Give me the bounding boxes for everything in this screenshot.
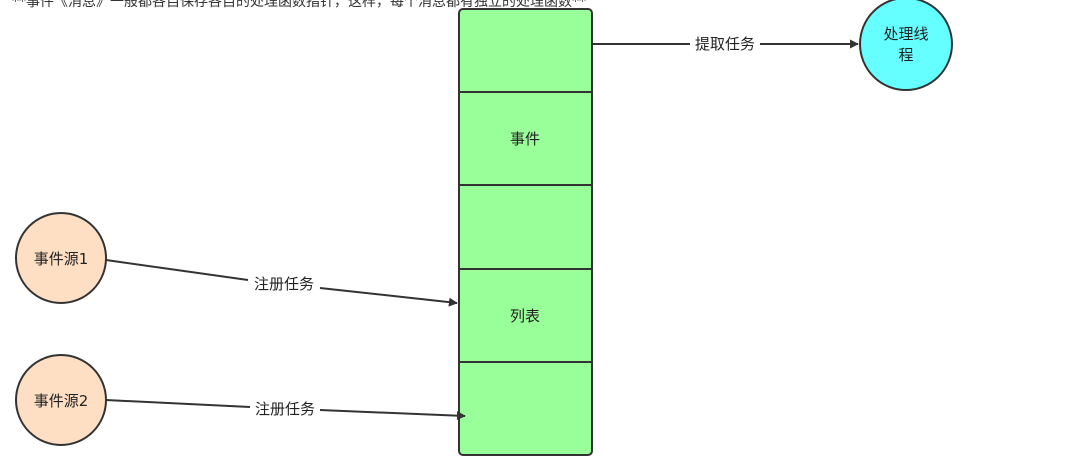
edge-register2-label: 注册任务 — [255, 400, 315, 418]
event-list-cell-1: 事件 — [510, 130, 540, 148]
processor-circle — [859, 0, 953, 91]
processor-label-line2: 程 — [898, 46, 913, 64]
event-source-1-circle — [15, 212, 107, 304]
processor-node: 处理线 程 — [859, 0, 953, 91]
event-source-1-label: 事件源1 — [34, 250, 89, 268]
event-list: 事件 列表 — [458, 8, 593, 456]
event-list-cell-3: 列表 — [510, 307, 540, 325]
intro-text: **事件《消息》一般都各自保存各自的处理函数指针，这样，每个消息都有独立的处理函… — [12, 0, 586, 10]
edge-extract-task: 提取任务 — [592, 35, 859, 53]
edge-register2-line-b — [319, 409, 466, 421]
event-source-2-label: 事件源2 — [34, 392, 89, 410]
event-list-outline — [458, 8, 593, 456]
edge-register-task-1: 注册任务 — [105, 259, 458, 307]
edge-register-task-2: 注册任务 — [105, 399, 466, 421]
edge-extract-label: 提取任务 — [695, 35, 755, 53]
processor-label-line1: 处理线 — [883, 25, 928, 43]
event-source-2: 事件源2 — [15, 354, 107, 446]
event-source-1: 事件源1 — [15, 212, 107, 304]
edge-register1-label: 注册任务 — [254, 275, 314, 293]
edge-register2-line-a — [105, 399, 251, 408]
edge-register1-line-a — [105, 259, 249, 281]
edge-register1-line-b — [319, 287, 458, 307]
